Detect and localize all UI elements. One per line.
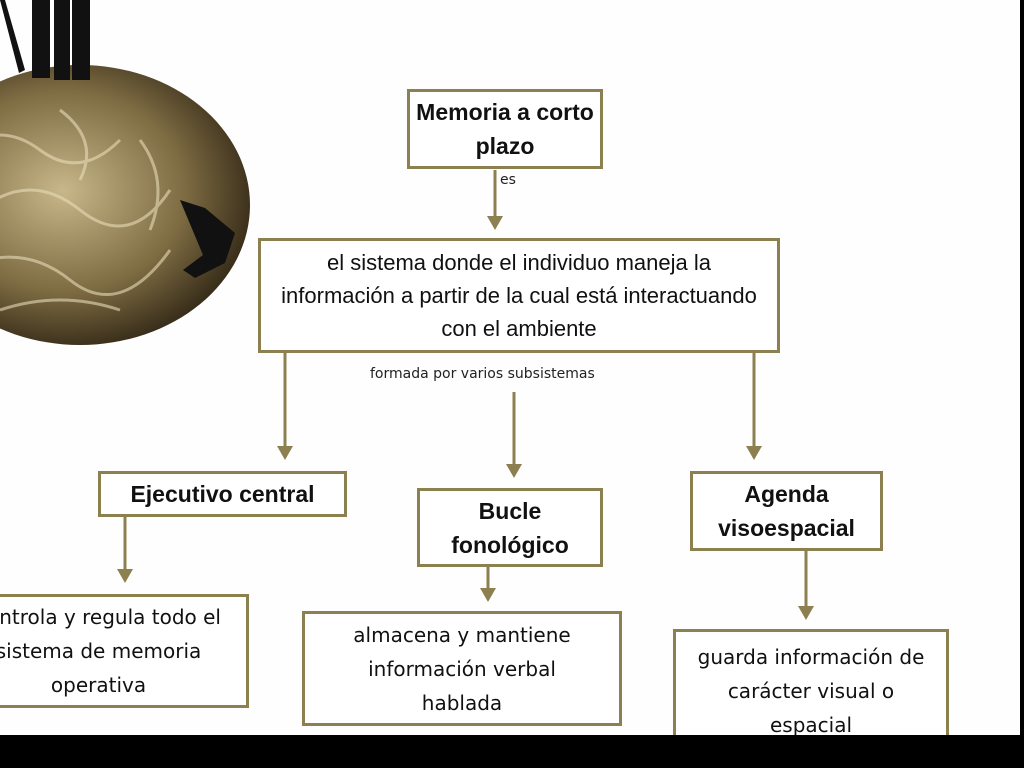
node-label: controla y regula todo el sistema de mem… — [0, 605, 221, 697]
node-ejecutivo-central: Ejecutivo central — [98, 471, 347, 517]
node-agenda-visoespacial: Agenda visoespacial — [690, 471, 883, 551]
node-definicion: el sistema donde el individuo maneja la … — [258, 238, 780, 353]
node-memoria-corto-plazo: Memoria a corto plazo — [407, 89, 603, 169]
node-desc-agenda: guarda información de carácter visual o … — [673, 629, 949, 735]
slide: Memoria a corto plazo es el sistema dond… — [0, 0, 1020, 735]
link-label-formada: formada por varios subsistemas — [370, 366, 595, 382]
node-label: el sistema donde el individuo maneja la … — [281, 250, 757, 341]
node-label: Bucle fonológico — [451, 497, 569, 558]
node-bucle-fonologico: Bucle fonológico — [417, 488, 603, 567]
connector-arrows — [117, 170, 814, 620]
node-label: Agenda visoespacial — [718, 481, 855, 541]
node-desc-ejecutivo: controla y regula todo el sistema de mem… — [0, 594, 249, 708]
brain-illustration — [0, 0, 250, 345]
node-label: Memoria a corto plazo — [416, 99, 594, 159]
link-label-es: es — [500, 172, 516, 188]
node-label: Ejecutivo central — [130, 481, 315, 507]
node-label: guarda información de carácter visual o … — [697, 645, 925, 735]
node-desc-bucle: almacena y mantiene información verbal h… — [302, 611, 622, 726]
node-label: almacena y mantiene información verbal h… — [353, 622, 571, 715]
